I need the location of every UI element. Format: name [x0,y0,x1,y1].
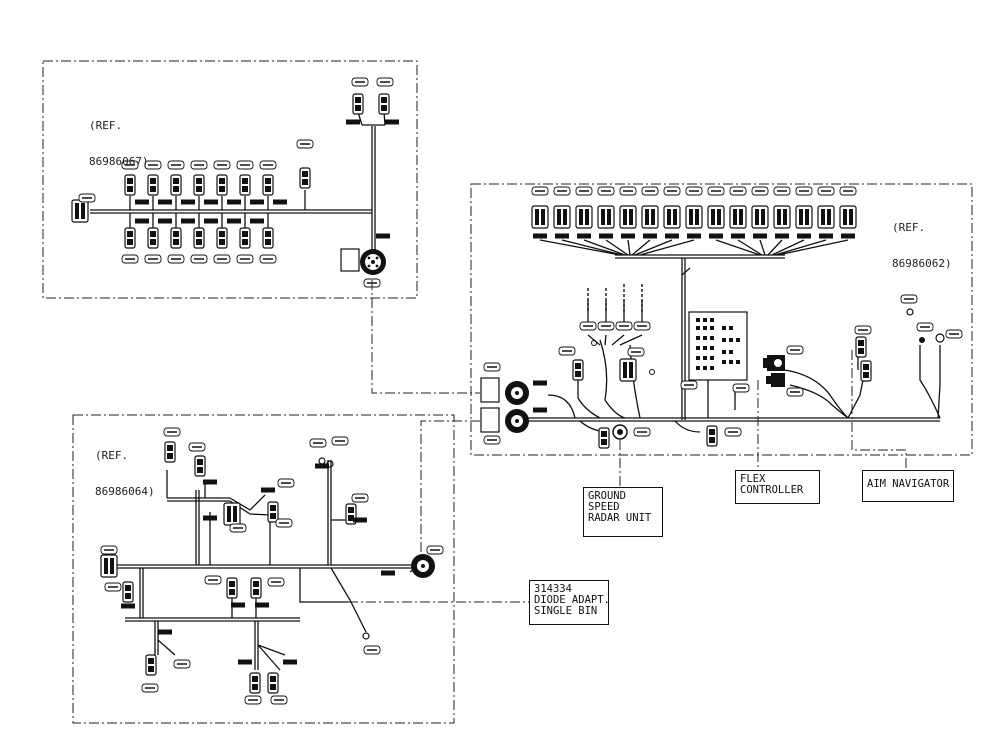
right-clips [533,233,855,239]
section-box-top-left [42,60,418,299]
ref-label-right: (REF. 86986062) [892,221,952,270]
callout-flex-controller: FLEX CONTROLLER [735,470,820,504]
ref-label-top-left: (REF. 86986067) [89,119,149,168]
bulkheads-bh6-bh3 [480,377,547,433]
right-top-tags [531,186,857,196]
right-top-connectors [531,205,857,229]
bulkhead-bh4 [340,248,386,275]
fuse-panel [688,311,748,381]
bottom-left-harness [113,460,421,671]
section-box-bottom-left [72,414,455,724]
right-components [572,308,945,449]
callout-diode-adapter: 314334 DIODE ADAPT. SINGLE BIN [529,580,610,625]
top-left-harness [90,111,386,265]
ref-label-bottom-left: (REF. 86986064) [95,449,155,498]
callout-aim-navigator: AIM NAVIGATOR [862,470,954,502]
c-sensor-leads [587,284,643,312]
flex-controller-plugs [763,355,785,387]
bulkhead-bh5 [411,554,435,578]
section-box-right [470,183,973,456]
callout-ground-speed-radar: GROUND SPEED RADAR UNIT [583,487,663,537]
